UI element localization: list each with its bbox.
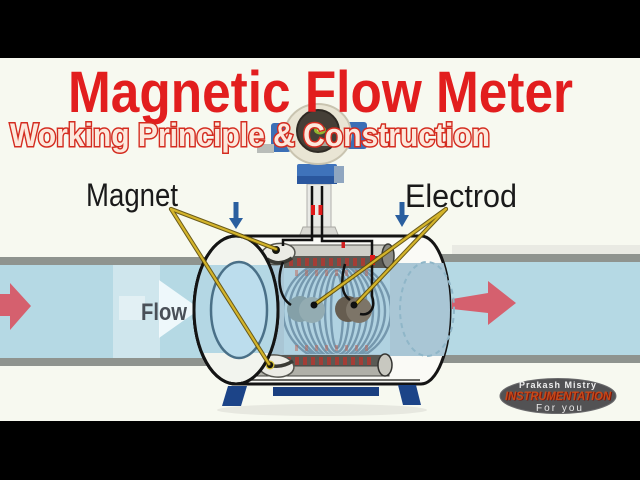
svg-text:Prakash Mistry: Prakash Mistry — [519, 380, 597, 390]
svg-text:Magnet: Magnet — [86, 177, 178, 213]
svg-text:For you: For you — [536, 403, 584, 414]
svg-text:INSTRUMENTATION: INSTRUMENTATION — [505, 389, 611, 403]
svg-text:INSTRUMENTATION: INSTRUMENTATION — [506, 390, 612, 404]
svg-text:Working Principle & Constructi: Working Principle & Construction — [10, 117, 490, 153]
svg-text:Electrod: Electrod — [405, 178, 517, 214]
svg-text:Flow: Flow — [141, 299, 187, 326]
svg-text:Magnetic Flow Meter: Magnetic Flow Meter — [68, 60, 573, 125]
